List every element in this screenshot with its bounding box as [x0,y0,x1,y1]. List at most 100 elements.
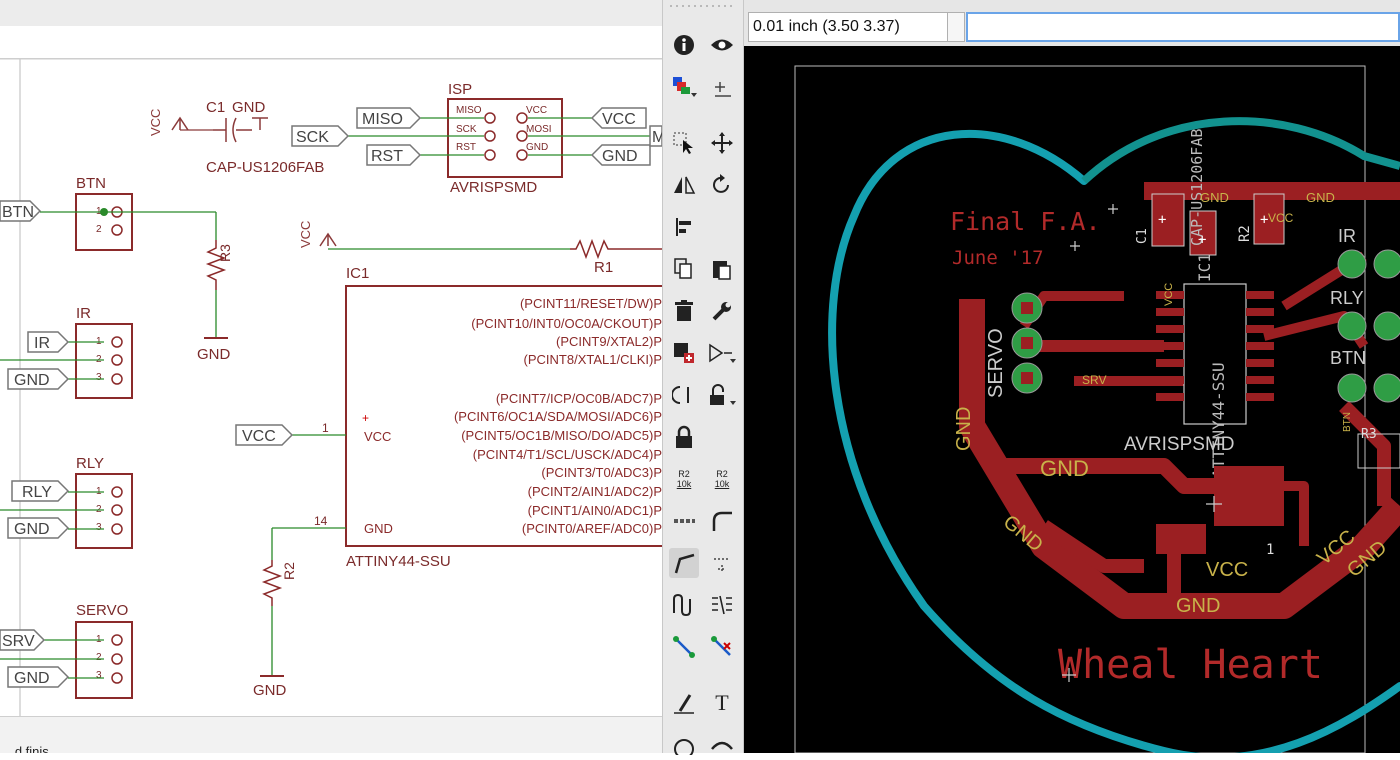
svg-text:IR: IR [1338,226,1356,246]
svg-text:2: 2 [96,652,102,663]
rotate-icon[interactable] [707,170,737,200]
isp-label-miso: MISO [362,111,403,128]
isp-pin-vcc: VCC [526,105,547,116]
ic-footprint [1183,283,1247,425]
select-icon[interactable] [669,128,699,158]
svg-text:GND: GND [364,521,393,536]
mirror-icon[interactable] [669,170,699,200]
r2-value-dropdown-icon[interactable]: R2 10k [714,469,730,489]
svg-text:1: 1 [322,421,329,435]
svg-text:14: 14 [314,514,328,528]
rly-header-name: RLY [76,455,104,472]
svg-text:R1: R1 [594,259,613,276]
ic-name: IC1 [346,265,369,282]
text-icon[interactable] [669,688,699,718]
move-icon[interactable] [707,128,737,158]
svg-text:+: + [1158,212,1166,228]
isp-pin-rst: RST [456,142,476,153]
svg-text:IR: IR [34,335,50,352]
info-icon[interactable] [669,30,699,60]
svg-text:AVRISPSMD: AVRISPSMD [1124,434,1235,455]
svg-text:BTN: BTN [1342,412,1353,432]
add-icon[interactable] [669,338,699,368]
svg-text:(PCINT4/T1/SCL/USCK/ADC4)P: (PCINT4/T1/SCL/USCK/ADC4)P [473,447,662,462]
svg-text:(PCINT3/T0/ADC3)P: (PCINT3/T0/ADC3)P [541,465,662,480]
btn-header-name: BTN [76,175,106,192]
split-icon[interactable] [669,548,699,578]
vcc-symbol-label: VCC [148,109,163,136]
circle-icon[interactable]: T [715,690,729,715]
board-canvas[interactable]: IC1 ATTINY44-SSU C1 CAP-US1206FAB R2 + +… [744,46,1400,753]
cap-name: C1 [206,99,225,116]
ic-pin-list: (PCINT11/RESET/DW)P (PCINT10/INT0/OC0A/C… [454,296,662,536]
r3-symbol [205,240,227,290]
isp-value: AVRISPSMD [450,179,537,196]
r2-value-icon[interactable]: R2 10k [676,469,692,489]
eye-icon[interactable] [707,30,737,60]
svg-text:VCC: VCC [242,428,276,445]
optimize-icon[interactable] [707,590,737,620]
lock-icon[interactable] [669,422,699,452]
svg-text:(PCINT2/AIN1/ADC2)P: (PCINT2/AIN1/ADC2)P [528,484,662,499]
toolbar-grip [670,5,732,7]
command-input[interactable] [966,12,1400,42]
servo-header-name: SERVO [76,602,128,619]
svg-text:R3: R3 [1361,427,1377,442]
svg-text:SERVO: SERVO [985,328,1007,398]
ripup-icon[interactable] [669,632,699,662]
arc-icon[interactable] [669,730,699,760]
svg-text:ATTINY44-SSU: ATTINY44-SSU [1209,362,1228,478]
isp-name: ISP [448,81,472,98]
svg-text:GND: GND [253,682,287,699]
isp-label-mosi: M [652,129,662,146]
svg-text:VCC: VCC [1206,559,1248,581]
replace-icon[interactable] [707,338,737,368]
svg-text:+: + [1198,232,1206,248]
svg-text:VCC: VCC [364,429,391,444]
svg-text:(PCINT11/RESET/DW)P: (PCINT11/RESET/DW)P [520,296,662,311]
schematic-canvas[interactable]: VCC C1 GND CAP-US1206FAB ISP MISO SCK RS… [0,0,662,753]
isp-label-sck: SCK [296,129,329,146]
svg-text:2: 2 [96,224,102,235]
svg-text:GND: GND [197,346,231,363]
svg-text:GND: GND [953,407,975,451]
coordinate-display: 0.01 inch (3.50 3.37) [748,12,948,42]
svg-text:GND: GND [1176,595,1220,617]
mark-icon[interactable] [707,72,737,102]
svg-text:R2: R2 [281,562,297,580]
copy-icon[interactable] [669,254,699,284]
smash-icon[interactable] [707,380,737,410]
line-icon[interactable] [707,632,737,662]
isp-pin-mosi: MOSI [526,124,552,135]
delete-icon[interactable] [669,296,699,326]
swap-icon[interactable] [669,380,699,410]
route-icon[interactable] [707,548,737,578]
align-icon[interactable] [669,212,699,242]
command-history-button[interactable] [947,12,965,42]
cap-value: CAP-US1206FAB [206,159,324,176]
svg-text:GND: GND [14,521,50,538]
board-brand-text: Wheal Heart [1058,642,1323,688]
paste-icon[interactable] [707,254,737,284]
svg-text:(PCINT8/XTAL1/CLKI)P: (PCINT8/XTAL1/CLKI)P [524,352,662,367]
board-command-bar: 0.01 inch (3.50 3.37) [744,0,1400,47]
miter-icon[interactable] [707,506,737,536]
board-date-text: June '17 [952,247,1044,269]
svg-text:+: + [1260,212,1268,228]
svg-text:GND: GND [14,372,50,389]
chain-icon[interactable] [669,506,699,536]
capacitor-symbol [213,117,268,143]
isp-label-rst: RST [371,148,403,165]
schematic-editor[interactable]: VCC C1 GND CAP-US1206FAB ISP MISO SCK RS… [0,0,662,753]
meander-icon[interactable] [669,590,699,620]
r1-symbol [570,238,662,260]
board-editor[interactable]: IC1 ATTINY44-SSU C1 CAP-US1206FAB R2 + +… [744,46,1400,753]
isp-box [447,98,563,178]
layers-icon[interactable] [669,72,699,102]
svg-text:3: 3 [96,372,102,383]
isp-label-vcc: VCC [602,111,636,128]
wrench-icon[interactable] [707,296,737,326]
svg-text:SRV: SRV [2,633,35,650]
arc-tool-icon[interactable] [707,730,737,760]
svg-text:(PCINT9/XTAL2)P: (PCINT9/XTAL2)P [556,334,662,349]
